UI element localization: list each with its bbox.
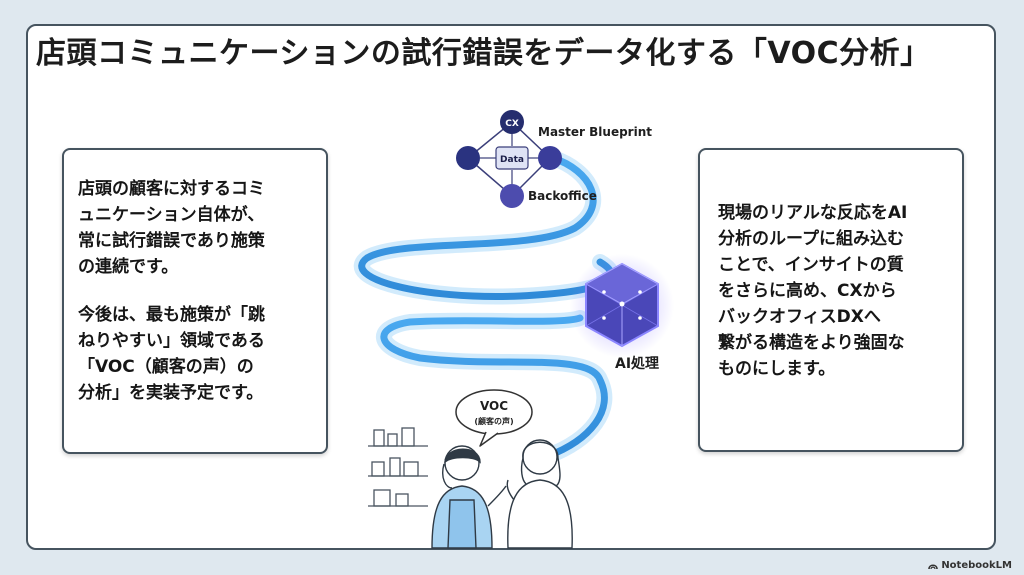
data-node-label: Data [500,155,524,165]
voc-bubble-line1: VOC [480,399,508,413]
ai-cube-icon [570,254,674,358]
slide-title: 店頭コミュニケーションの試行錯誤をデータ化する「VOC分析」 [36,36,931,71]
customer-person-illustration [506,439,573,549]
staff-person-illustration [431,445,507,549]
footer-brand-text: NotebookLM [941,560,1012,571]
master-blueprint-label: Master Blueprint [538,125,652,139]
footer-brand: NotebookLM [928,560,1012,571]
voc-speech-bubble [455,389,533,447]
ai-processing-label: AI処理 [615,355,659,372]
node-right [538,146,562,170]
left-paragraph-2: 今後は、最も施策が「跳 ねりやすい」領域である 「VOC（顧客の声）の 分析」を… [78,305,265,403]
node-left [456,146,480,170]
store-shelf-illustration [368,427,428,507]
left-paragraph-1: 店頭の顧客に対するコミ ュニケーション自体が、 常に試行錯誤であり施策 の連続で… [78,179,265,277]
node-cx [500,110,524,134]
backoffice-label: Backoffice [528,189,597,203]
notebooklm-logo-icon [928,563,939,569]
right-paragraph: 現場のリアルな反応をAI 分析のループに組み込む ことで、インサイトの質 をさら… [718,203,908,379]
voc-bubble-line2: (顧客の声) [474,416,513,426]
data-node [495,146,529,170]
node-backoffice [500,184,524,208]
right-text-card: 現場のリアルな反応をAI 分析のループに組み込む ことで、インサイトの質 をさら… [698,148,964,452]
left-text-card: 店頭の顧客に対するコミ ュニケーション自体が、 常に試行錯誤であり施策 の連続で… [62,148,328,454]
node-cx-label: CX [505,119,519,129]
